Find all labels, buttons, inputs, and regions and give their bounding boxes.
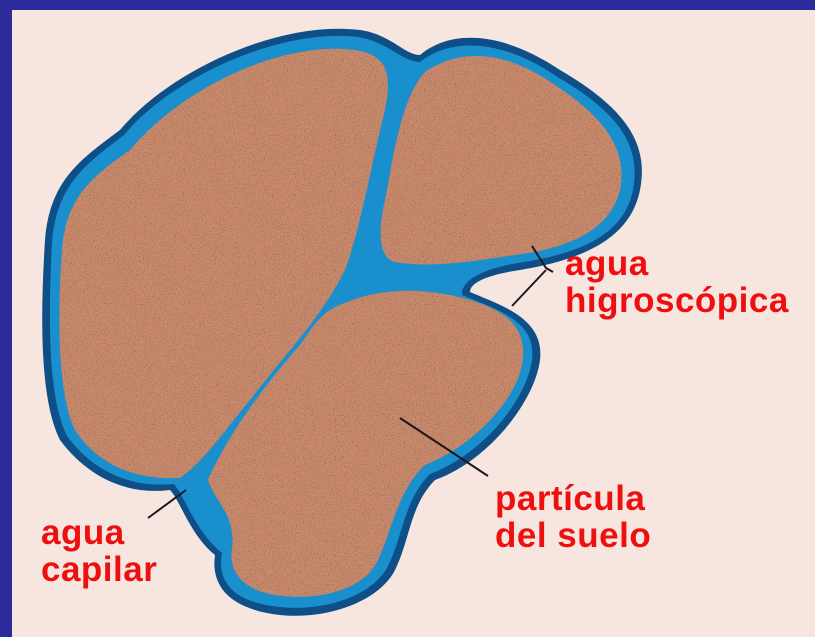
label-capillary-water: agua capilar <box>41 514 157 588</box>
label-hygroscopic-water: agua higroscópica <box>565 245 789 319</box>
label-soil-particle: partícula del suelo <box>495 480 651 554</box>
